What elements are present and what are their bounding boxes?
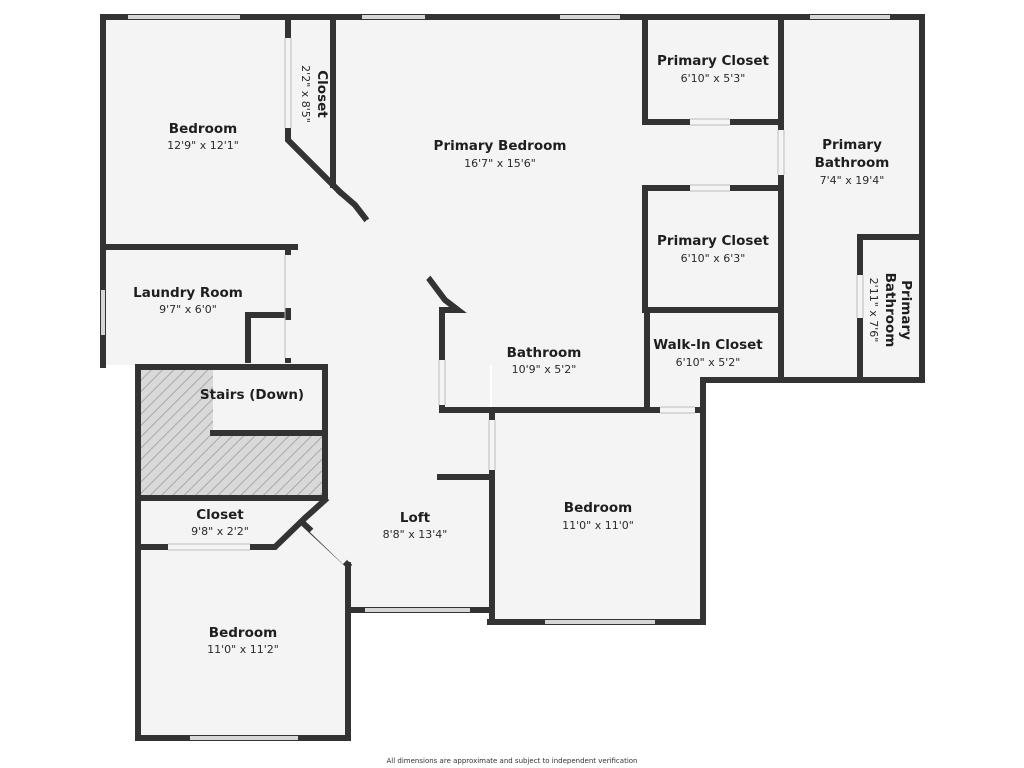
- room-name: Closet: [314, 70, 330, 118]
- room-primary-bedroom: Primary Bedroom 16'7" x 15'6": [434, 138, 567, 170]
- wall-bathroom: [439, 307, 706, 413]
- windows: [101, 15, 890, 740]
- room-dimensions: 9'7" x 6'0": [159, 303, 217, 316]
- room-name-line1: Primary: [822, 137, 882, 153]
- room-name-line2: Bathroom: [882, 273, 898, 348]
- floor-fills: [103, 17, 922, 738]
- room-primary-closet-mid: Primary Closet 6'10" x 6'3": [657, 233, 770, 265]
- wall-diagonal-loft: [335, 187, 370, 223]
- room-dimensions: 6'10" x 5'2": [676, 356, 741, 369]
- wall-diagonal-lower: [425, 275, 467, 313]
- room-bedroom-center: Bedroom 11'0" x 11'0": [562, 500, 634, 532]
- room-loft: Loft 8'8" x 13'4": [383, 510, 448, 541]
- door-openings: [168, 38, 863, 565]
- floor-loft: [288, 365, 490, 610]
- room-dimensions: 11'0" x 11'0": [562, 519, 634, 532]
- wall-laundry-notch: [245, 312, 291, 363]
- room-laundry: Laundry Room 9'7" x 6'0": [133, 285, 243, 316]
- room-name: Primary Closet: [657, 233, 770, 249]
- room-dimensions: 2'11" x 7'6": [867, 278, 880, 343]
- room-dimensions: 12'9" x 12'1": [167, 139, 239, 152]
- room-closet-sw: Closet 9'8" x 2'2": [191, 507, 249, 538]
- room-name: Laundry Room: [133, 285, 243, 301]
- room-primary-bathroom-small: Primary Bathroom 2'11" x 7'6": [867, 273, 914, 348]
- room-name: Bedroom: [564, 500, 632, 516]
- room-dimensions: 16'7" x 15'6": [464, 157, 536, 170]
- disclaimer-text: All dimensions are approximate and subje…: [387, 757, 638, 765]
- wall-primary-closet-mid: [642, 185, 782, 313]
- room-dimensions: 8'8" x 13'4": [383, 528, 448, 541]
- room-dimensions: 11'0" x 11'2": [207, 643, 279, 656]
- room-name: Bedroom: [209, 625, 277, 641]
- room-bedroom-nw: Bedroom 12'9" x 12'1": [167, 121, 239, 152]
- room-name: Closet: [196, 507, 244, 523]
- room-bathroom: Bathroom 10'9" x 5'2": [507, 345, 582, 376]
- room-dimensions: 10'9" x 5'2": [512, 363, 577, 376]
- room-dimensions: 9'8" x 2'2": [191, 525, 249, 538]
- floor-lower-right: [490, 410, 703, 622]
- room-name-line2: Bathroom: [815, 155, 890, 171]
- door-opening-edges: [168, 38, 864, 551]
- wall-primary-bath-small: [857, 234, 923, 383]
- room-name: Bathroom: [507, 345, 582, 361]
- room-primary-closet-top: Primary Closet 6'10" x 5'3": [657, 53, 770, 85]
- wall-primary-closet-top: [642, 14, 782, 125]
- room-name: Primary Closet: [657, 53, 770, 69]
- room-dimensions: 6'10" x 5'3": [681, 72, 746, 85]
- room-name: Primary Bedroom: [434, 138, 567, 154]
- room-name: Bedroom: [169, 121, 237, 137]
- room-labels: Bedroom 12'9" x 12'1" Closet 2'2" x 8'5"…: [133, 53, 914, 656]
- floor-lower-left: [138, 500, 348, 738]
- room-closet-nw: Closet 2'2" x 8'5": [299, 65, 330, 123]
- room-stairs: Stairs (Down): [200, 387, 304, 403]
- room-primary-bathroom-large: Primary Bathroom 7'4" x 19'4": [815, 137, 890, 187]
- room-name: Walk-In Closet: [653, 337, 763, 353]
- room-name: Loft: [400, 510, 431, 526]
- wall-exterior-top: [100, 14, 925, 625]
- room-dimensions: 2'2" x 8'5": [299, 65, 312, 123]
- room-name-line1: Primary: [898, 280, 914, 340]
- room-bedroom-sw: Bedroom 11'0" x 11'2": [207, 625, 279, 656]
- wall-exterior-sw: [135, 364, 351, 741]
- room-dimensions: 7'4" x 19'4": [820, 174, 885, 187]
- stairs-landing: [213, 367, 323, 432]
- room-walk-in-closet: Walk-In Closet 6'10" x 5'2": [653, 337, 763, 369]
- room-name: Stairs (Down): [200, 387, 304, 403]
- room-dimensions: 6'10" x 6'3": [681, 252, 746, 265]
